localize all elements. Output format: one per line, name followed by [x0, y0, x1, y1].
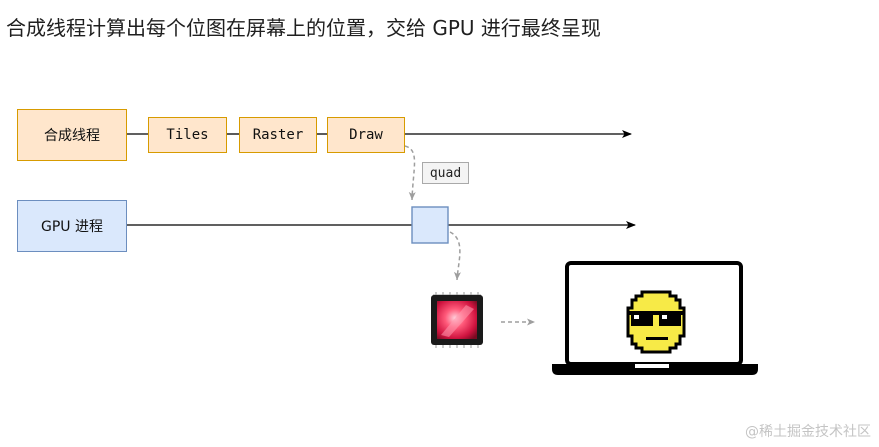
draw-to-gpu-connector — [404, 145, 416, 201]
raster-step-label: Raster — [252, 127, 304, 143]
draw-step: Draw — [327, 117, 405, 153]
gpu-process-lane: GPU 进程 — [17, 200, 127, 252]
draw-step-label: Draw — [349, 127, 383, 143]
compositor-thread-lane: 合成线程 — [17, 109, 127, 161]
tiles-step-label: Tiles — [166, 127, 209, 143]
compositor-thread-label: 合成线程 — [44, 128, 100, 144]
pixel-smiley-sunglasses-icon — [626, 290, 686, 354]
tiles-step: Tiles — [148, 117, 227, 153]
gpu-process-label: GPU 进程 — [41, 219, 103, 235]
gpu-work-block — [411, 206, 449, 244]
quad-edge-label: quad — [422, 162, 469, 184]
raster-step: Raster — [239, 117, 317, 153]
watermark: @稀土掘金技术社区 — [745, 424, 871, 440]
page-title: 合成线程计算出每个位图在屏幕上的位置，交给 GPU 进行最终呈现 — [6, 16, 601, 40]
gpu-chip-icon — [431, 292, 483, 348]
quad-label-text: quad — [429, 165, 462, 181]
gpu-to-chip-connector — [449, 231, 461, 281]
